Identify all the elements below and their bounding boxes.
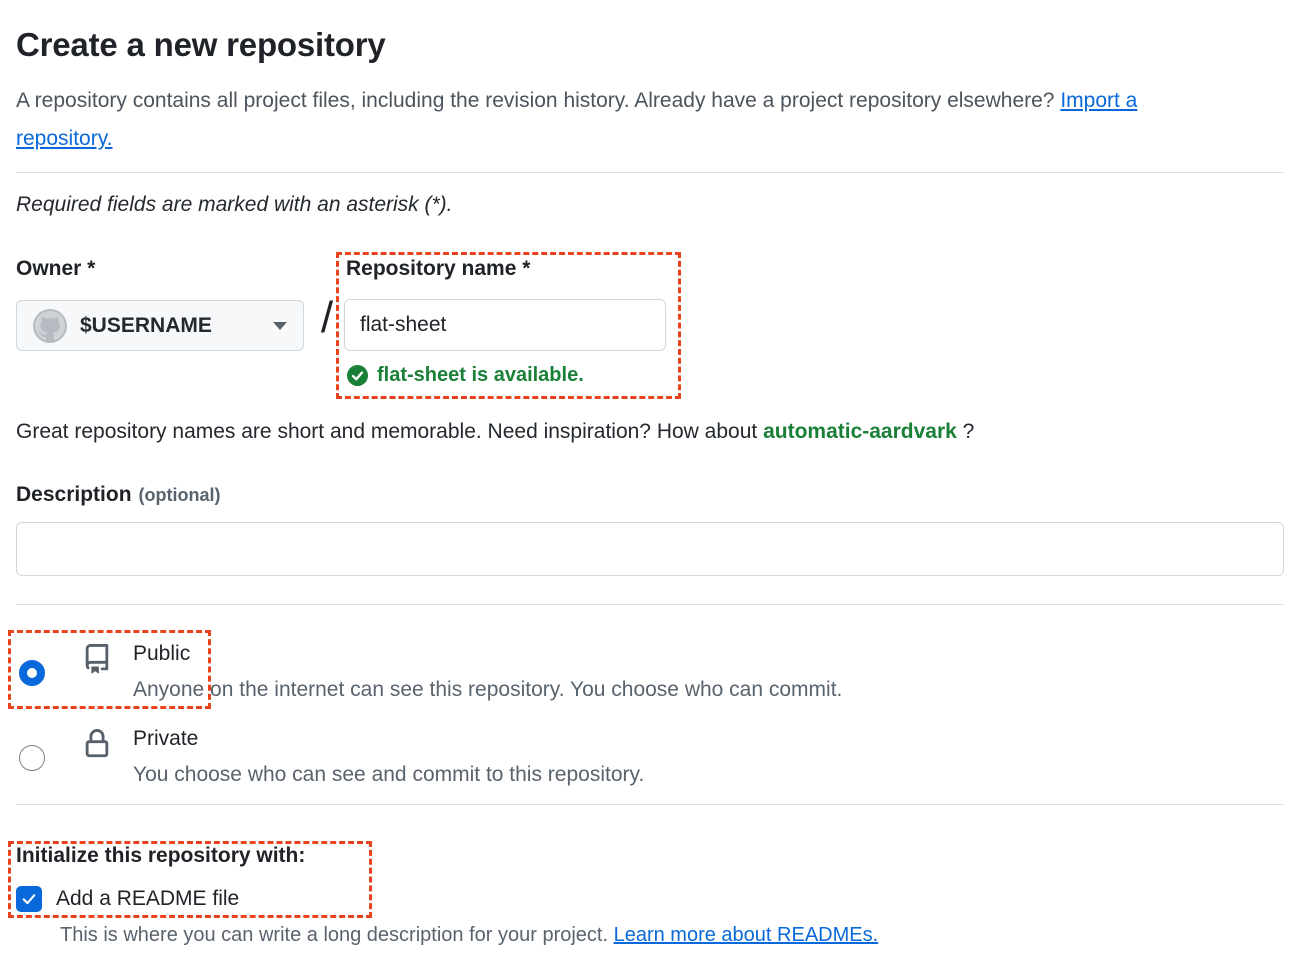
availability-message: flat-sheet is available. [347, 364, 584, 387]
initialize-heading: Initialize this repository with: [16, 844, 306, 867]
checkmark-icon [22, 894, 36, 905]
public-description: Anyone on the internet can see this repo… [133, 678, 843, 701]
intro-text: A repository contains all project files,… [16, 89, 1061, 112]
inspiration-prefix: Great repository names are short and mem… [16, 420, 764, 443]
readme-helper-prefix: This is where you can write a long descr… [60, 924, 614, 946]
required-fields-note: Required fields are marked with an aster… [16, 193, 453, 216]
repository-name-input[interactable] [344, 299, 666, 351]
description-label: Description [16, 483, 132, 506]
divider-initialize [16, 804, 1284, 805]
import-repository-link[interactable]: Import a repository. [16, 89, 1138, 150]
readme-helper-text: This is where you can write a long descr… [60, 924, 878, 947]
owner-avatar [33, 308, 67, 343]
lock-icon [82, 729, 112, 764]
description-optional-hint: (optional) [138, 485, 221, 505]
availability-text: flat-sheet is available. [377, 364, 584, 386]
private-label[interactable]: Private [133, 727, 199, 750]
description-input[interactable] [16, 522, 1284, 576]
repository-name-label: Repository name * [346, 257, 531, 280]
public-label[interactable]: Public [133, 642, 191, 665]
add-readme-checkbox[interactable] [16, 886, 42, 912]
github-octocat-icon [35, 310, 65, 340]
add-readme-label[interactable]: Add a README file [56, 887, 240, 910]
owner-username: $USERNAME [80, 313, 212, 337]
private-description: You choose who can see and commit to thi… [133, 763, 645, 786]
description-label-row: Description (optional) [16, 483, 221, 507]
suggested-repo-name[interactable]: automatic-aardvark [763, 420, 957, 443]
intro-paragraph: A repository contains all project files,… [16, 82, 1211, 158]
inspiration-line: Great repository names are short and mem… [16, 420, 974, 444]
divider-visibility [16, 604, 1284, 605]
private-radio[interactable] [19, 745, 45, 771]
repo-book-icon [82, 644, 112, 679]
owner-select-button[interactable]: $USERNAME [16, 300, 304, 351]
check-circle-icon [347, 365, 368, 386]
owner-label: Owner * [16, 257, 96, 280]
divider-top [16, 172, 1284, 173]
public-radio[interactable] [19, 660, 45, 686]
inspiration-suffix: ? [956, 420, 975, 443]
chevron-down-icon [273, 321, 287, 330]
page-title: Create a new repository [16, 26, 386, 63]
learn-more-readmes-link[interactable]: Learn more about READMEs. [613, 924, 879, 946]
owner-repo-separator: / [320, 293, 334, 342]
